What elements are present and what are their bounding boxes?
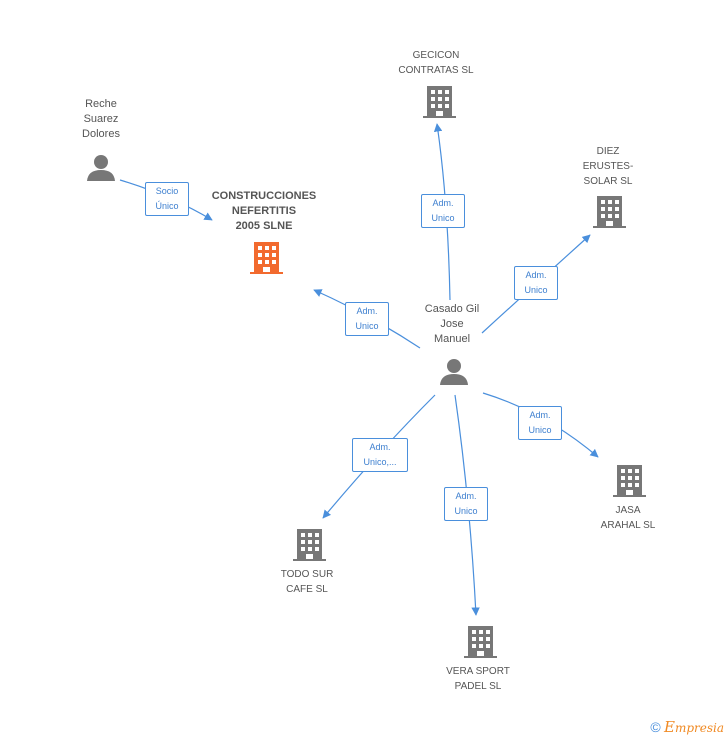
copyright-icon: © [650, 719, 661, 735]
brand-logo-text: mpresia [674, 721, 724, 735]
node-label-jasa[interactable]: JASA ARAHAL SL [600, 505, 656, 531]
node-label-gecicon[interactable]: GECICON CONTRATAS SL [398, 50, 474, 76]
building-icon-gecicon[interactable] [423, 86, 456, 118]
edge-label-adm-diez: Adm. Unico [514, 266, 558, 300]
edge-label-socio: Socio Único [145, 182, 189, 216]
edge-label-adm-vera: Adm. Unico [444, 487, 488, 521]
edge-label-adm-gecicon: Adm. Unico [421, 194, 465, 228]
node-label-diez[interactable]: DIEZ ERUSTES- SOLAR SL [582, 146, 634, 187]
person-icon-reche[interactable] [87, 155, 115, 181]
building-icon-todosur[interactable] [293, 529, 326, 561]
footer-brand: © Empresia [650, 718, 724, 736]
node-label-vera[interactable]: VERA SPORT PADEL SL [446, 666, 510, 692]
edge-label-adm-jasa: Adm. Unico [518, 406, 562, 440]
building-icon-diez[interactable] [593, 196, 626, 228]
brand-initial: E [663, 718, 675, 736]
node-label-reche[interactable]: Reche Suarez Dolores [82, 98, 120, 140]
node-label-construcciones[interactable]: CONSTRUCCIONES NEFERTITIS 2005 SLNE [211, 190, 317, 232]
building-icon-construcciones[interactable] [250, 242, 283, 274]
node-label-casado[interactable]: Casado Gil Jose Manuel [424, 303, 480, 345]
building-icon-jasa[interactable] [613, 465, 646, 497]
person-icon-casado[interactable] [440, 359, 468, 385]
building-icon-vera[interactable] [464, 626, 497, 658]
node-label-todosur[interactable]: TODO SUR CAFE SL [280, 569, 334, 595]
edge-label-adm-construcciones: Adm. Unico [345, 302, 389, 336]
edge-label-adm-todosur: Adm. Unico,... [352, 438, 408, 472]
